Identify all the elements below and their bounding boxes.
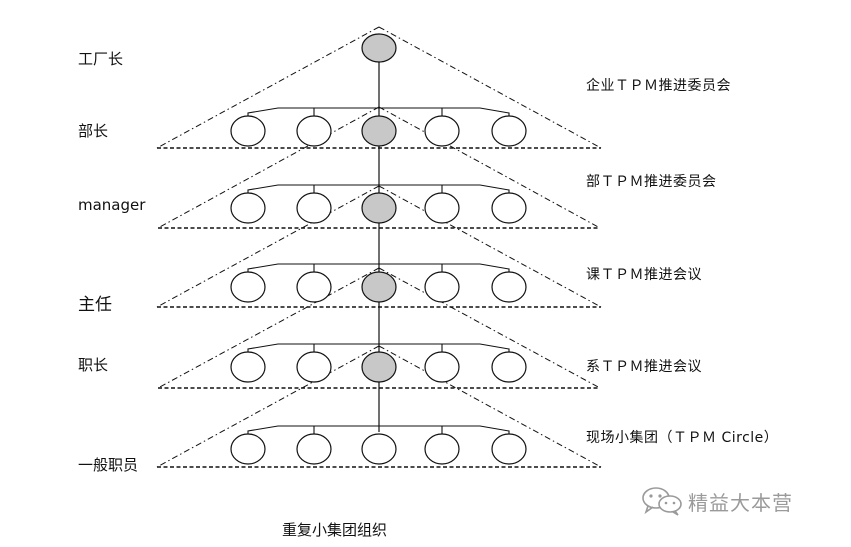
level-label-general-staff: 一般职员 — [78, 456, 139, 474]
member-node — [424, 115, 460, 147]
member-node — [230, 271, 266, 303]
member-node — [296, 115, 332, 147]
member-node — [491, 192, 527, 224]
wechat-icon — [642, 487, 682, 516]
leader-node — [361, 271, 397, 303]
committee-label-corporate: 企业ＴＰＭ推进委员会 — [586, 78, 731, 94]
triangle-right-edge — [378, 26, 602, 149]
triangle-left-edge — [157, 106, 380, 229]
group-bracket — [247, 184, 510, 193]
triangle-right-edge — [378, 345, 602, 468]
member-node — [491, 115, 527, 147]
leader-node — [361, 192, 397, 224]
triangle-left-edge — [156, 26, 380, 149]
triangle-right-edge — [378, 106, 601, 229]
member-node — [361, 433, 397, 465]
group-bracket — [247, 263, 510, 272]
member-node — [296, 433, 332, 465]
member-node — [424, 192, 460, 224]
level-label-director: 主任 — [78, 295, 112, 315]
triangle-left-edge — [156, 185, 380, 308]
member-node — [424, 351, 460, 383]
group-bracket — [247, 343, 510, 352]
level-label-foreman: 职长 — [78, 356, 109, 374]
member-node — [296, 351, 332, 383]
member-node — [230, 351, 266, 383]
watermark-text: 精益大本营 — [688, 490, 793, 515]
committee-label-section: 课ＴＰＭ推进会议 — [586, 267, 702, 283]
diagram-caption: 重复小集团组织 — [282, 521, 388, 539]
watermark: 精益大本营 — [640, 486, 793, 516]
leader-node — [361, 115, 397, 147]
member-node — [296, 192, 332, 224]
leader-node — [361, 351, 397, 383]
level-label-department-head: 部长 — [78, 122, 109, 140]
group-bracket — [247, 107, 510, 116]
member-node — [230, 115, 266, 147]
group-bracket — [247, 425, 510, 434]
leader-node-top — [361, 33, 397, 63]
triangle-right-edge — [378, 267, 601, 389]
committee-label-shopfloor-circle: 现场小集团（ＴＰＭ Circle） — [586, 430, 779, 446]
triangle-left-edge — [156, 345, 380, 468]
member-node — [424, 271, 460, 303]
member-node — [230, 433, 266, 465]
member-node — [296, 271, 332, 303]
member-node — [491, 433, 527, 465]
committee-label-subsection: 系ＴＰＭ推进会议 — [586, 359, 702, 375]
committee-label-department: 部ＴＰＭ推进委员会 — [586, 174, 717, 190]
level-label-manager: manager — [78, 196, 146, 214]
triangle-left-edge — [157, 267, 380, 389]
member-node — [230, 192, 266, 224]
member-node — [491, 351, 527, 383]
level-label-plant-manager: 工厂长 — [78, 50, 124, 68]
member-node — [491, 271, 527, 303]
triangle-right-edge — [378, 185, 602, 308]
member-node — [424, 433, 460, 465]
